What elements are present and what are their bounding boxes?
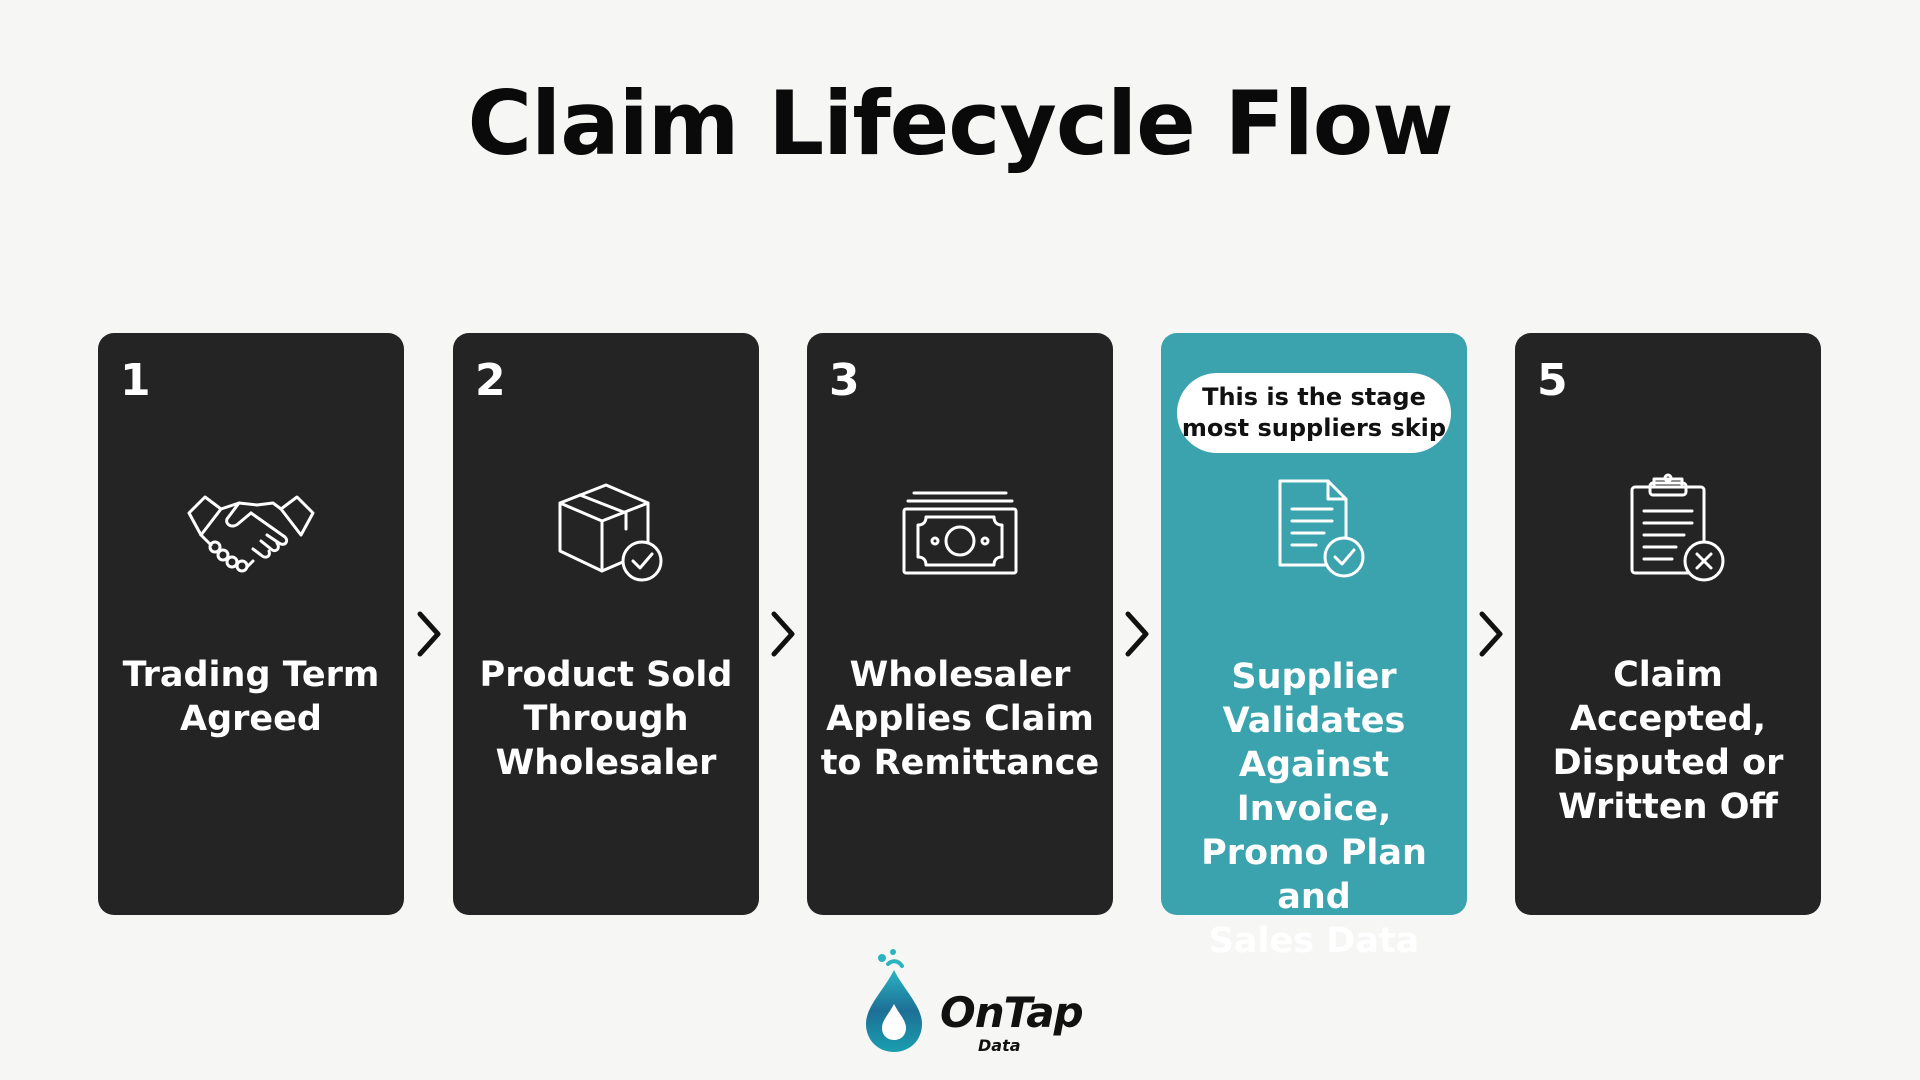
logo-name: OnTap (940, 988, 1084, 1037)
callout-badge: This is the stage most suppliers skip (1177, 373, 1451, 453)
document-check-icon (1244, 473, 1384, 583)
step-number: 5 (1537, 355, 1568, 406)
step-card-5: 5 Claim Accepted, Disputed or Written Of… (1515, 333, 1821, 915)
step-number: 1 (120, 355, 151, 406)
step-label: Trading Term Agreed (122, 655, 380, 739)
step-label: Claim Accepted, Disputed or Written Off (1552, 655, 1784, 827)
step-card-2: 2 Product Sold Through Wholesaler (453, 333, 759, 915)
step-card-1: 1 Trading Term Agreed (98, 333, 404, 915)
chevron-right-icon (764, 608, 800, 660)
diagram-title: Claim Lifecycle Flow (467, 72, 1453, 175)
handshake-icon (181, 473, 321, 583)
step-label: Supplier Validates Against Invoice, Prom… (1201, 657, 1427, 961)
step-number: 2 (475, 355, 506, 406)
water-drop-logo-icon (866, 949, 922, 1052)
ontap-logo: OnTap Data (862, 944, 1084, 1056)
logo-subtitle: Data (978, 1036, 1021, 1055)
box-check-icon (536, 473, 676, 583)
step-label: Product Sold Through Wholesaler (479, 655, 733, 783)
clipboard-x-icon (1598, 473, 1738, 583)
chevron-right-icon (410, 608, 446, 660)
banknote-icon (890, 473, 1030, 583)
step-label: Wholesaler Applies Claim to Remittance (820, 655, 1100, 783)
step-card-4: This is the stage most suppliers skip Su… (1161, 333, 1467, 961)
chevron-right-icon (1118, 608, 1154, 660)
chevron-right-icon (1472, 608, 1508, 660)
step-number: 3 (829, 355, 860, 406)
step-card-3: 3 Wholesaler Applies Claim to Remittance (807, 333, 1113, 915)
